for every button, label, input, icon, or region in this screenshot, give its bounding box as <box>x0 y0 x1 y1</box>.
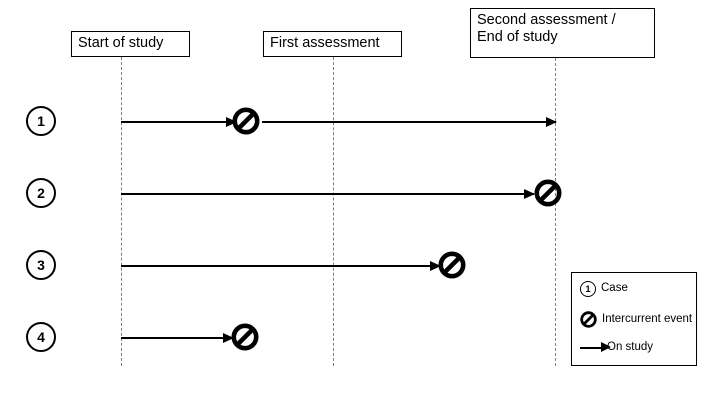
case-number-1-label: 1 <box>37 113 45 129</box>
legend-item-on-study: On study <box>580 341 654 354</box>
legend: 1 Case Intercurrent event On study <box>571 272 697 366</box>
case-number-4-label: 4 <box>37 329 45 345</box>
case-number-2-label: 2 <box>37 185 45 201</box>
intercurrent-event-case-4 <box>231 323 259 351</box>
legend-item-intercurrent-event: Intercurrent event <box>580 311 692 328</box>
case-circle-icon-label: 1 <box>585 283 591 294</box>
case-number-4: 4 <box>26 322 56 352</box>
legend-item-case-label: Case <box>601 282 628 295</box>
intercurrent-event-icon <box>580 311 597 328</box>
on-study-arrow-case-1-segment-1 <box>121 117 237 128</box>
milestone-label-start-of-study: Start of study <box>71 31 190 57</box>
legend-item-case: 1 Case <box>580 281 628 297</box>
legend-item-on-study-label: On study <box>607 341 654 353</box>
guide-line-start-of-study <box>121 57 122 366</box>
case-number-2: 2 <box>26 178 56 208</box>
on-study-arrow-case-4-segment-1 <box>121 333 234 344</box>
legend-item-intercurrent-event-label: Intercurrent event <box>602 312 693 325</box>
milestone-label-first-assessment: First assessment <box>263 31 402 57</box>
guide-line-second-assessment <box>555 58 556 366</box>
intercurrent-event-case-3 <box>438 251 466 279</box>
case-number-3: 3 <box>26 250 56 280</box>
milestone-label-second-assessment-end-of-study: Second assessment / End of study <box>470 8 655 58</box>
on-study-arrow-case-1-segment-2 <box>262 117 557 128</box>
intercurrent-event-case-1 <box>232 107 260 135</box>
case-circle-icon: 1 <box>580 281 596 297</box>
intercurrent-event-case-2 <box>534 179 562 207</box>
on-study-arrow-case-3-segment-1 <box>121 261 441 272</box>
guide-line-first-assessment <box>333 57 334 366</box>
on-study-arrow-case-2-segment-1 <box>121 189 535 200</box>
case-number-1: 1 <box>26 106 56 136</box>
on-study-arrow-icon <box>580 341 611 354</box>
case-number-3-label: 3 <box>37 257 45 273</box>
